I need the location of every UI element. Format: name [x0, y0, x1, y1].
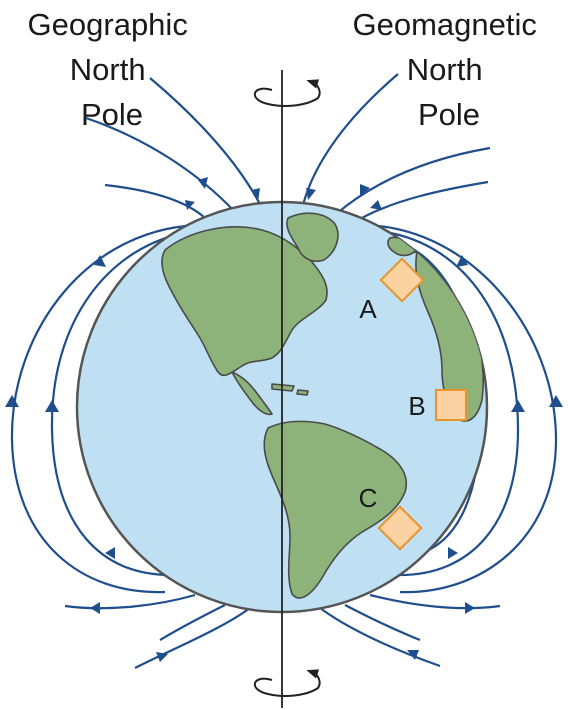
- field-line: [361, 180, 489, 219]
- arrowhead: [549, 395, 563, 407]
- arrowhead: [5, 395, 19, 407]
- field-line: [334, 146, 491, 216]
- field-line: [149, 77, 263, 209]
- rotation-arrow-top: [254, 79, 321, 107]
- arrowhead: [105, 547, 115, 559]
- arrowhead: [94, 255, 106, 267]
- location-markers: A B C: [359, 257, 467, 551]
- field-line: [359, 223, 558, 594]
- field-line: [134, 607, 251, 669]
- field-line: [369, 593, 501, 610]
- arrowhead: [198, 177, 208, 189]
- arrowhead: [370, 200, 382, 210]
- field-line: [10, 223, 206, 594]
- field-line: [344, 604, 421, 642]
- arrowhead: [465, 602, 475, 614]
- arrowhead: [360, 184, 370, 196]
- geomagnetic-north-pole-label: Geomagnetic North Pole: [352, 7, 545, 132]
- greenland: [286, 212, 339, 263]
- arrowhead: [45, 400, 59, 412]
- south-america: [263, 420, 407, 599]
- marker-c: C: [359, 483, 423, 551]
- marker-c-label: C: [359, 483, 378, 513]
- arrowhead: [156, 652, 168, 662]
- arrowhead: [407, 650, 419, 660]
- caribbean: [271, 383, 295, 392]
- marker-a: A: [359, 257, 425, 324]
- arrowhead: [90, 602, 100, 614]
- field-line: [319, 607, 441, 668]
- marker-a-label: A: [359, 294, 377, 324]
- geographic-north-pole-label: Geographic North Pole: [28, 7, 197, 132]
- field-line: [85, 116, 236, 213]
- arrowhead: [448, 547, 458, 559]
- field-line: [159, 604, 226, 641]
- field-line: [384, 230, 520, 577]
- arrowhead: [511, 400, 525, 412]
- field-line: [64, 593, 196, 610]
- arrowhead: [456, 255, 468, 267]
- marker-b-label: B: [408, 391, 425, 421]
- field-line: [50, 230, 191, 577]
- caribbean: [296, 389, 309, 396]
- rotation-arrow-bottom: [254, 669, 321, 697]
- north-america: [161, 226, 328, 377]
- rotation-axis: [254, 70, 321, 708]
- field-line: [104, 183, 206, 219]
- magnetic-field-lines: [10, 73, 558, 669]
- field-line: [301, 73, 399, 206]
- arrowhead: [252, 188, 260, 202]
- marker-b: B: [408, 389, 467, 421]
- arrowhead: [306, 188, 316, 200]
- central-america: [231, 371, 273, 416]
- arrowhead: [185, 200, 195, 210]
